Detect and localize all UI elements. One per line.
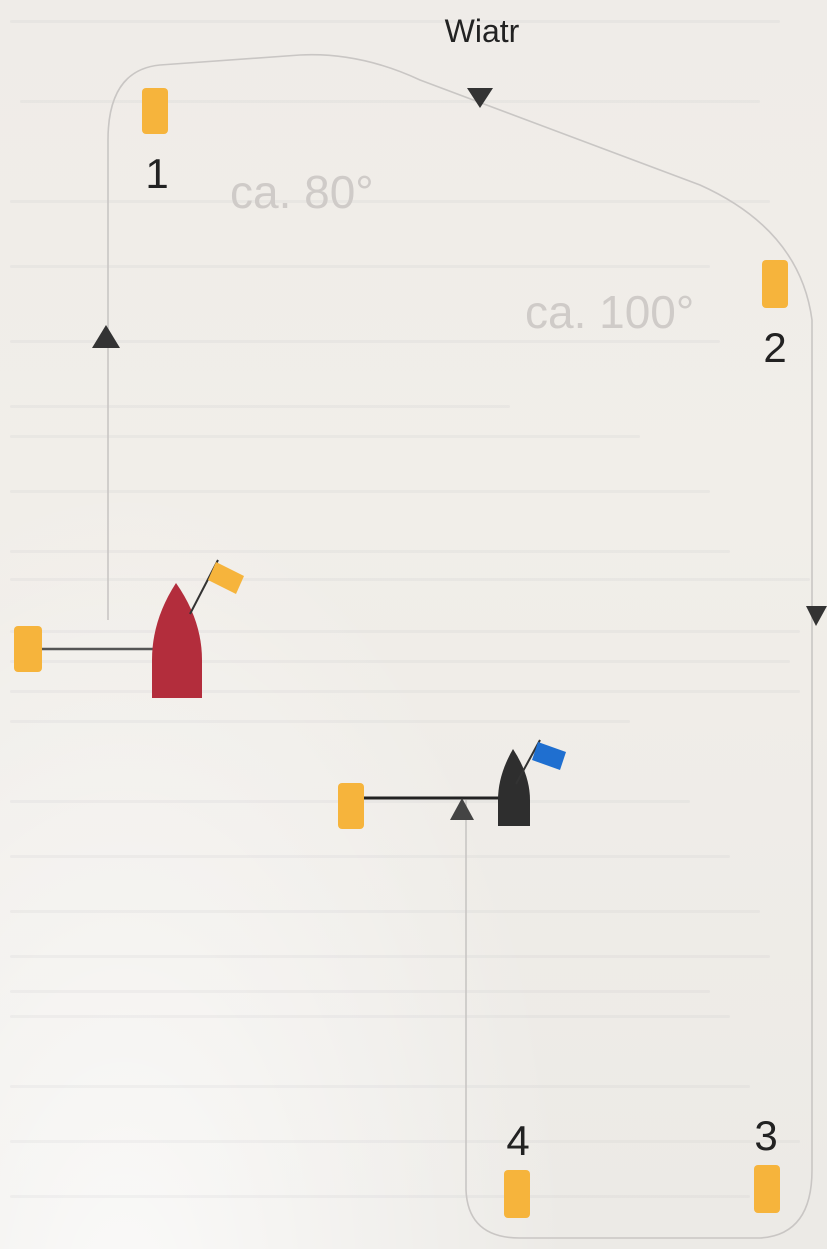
- course-outline-line: [108, 55, 812, 1238]
- red-committee-boat: [152, 583, 202, 698]
- start-pin-buoy: [14, 626, 42, 672]
- mark-1-buoy: [142, 88, 168, 134]
- angle-100-label: ca. 100°: [525, 286, 694, 338]
- mark-2-buoy: [762, 260, 788, 308]
- finish-pin-buoy: [338, 783, 364, 829]
- blue-flag: [532, 742, 566, 770]
- mark-4-number: 4: [506, 1117, 529, 1164]
- wind-direction-arrow: [467, 88, 493, 108]
- wind-label: Wiatr: [445, 13, 520, 49]
- angle-80-label: ca. 80°: [230, 166, 374, 218]
- mark-1-number: 1: [145, 150, 168, 197]
- course-arrow-up-left: [92, 325, 120, 348]
- mark-3-buoy: [754, 1165, 780, 1213]
- course-arrow-down-right: [806, 606, 827, 626]
- course-arrow-up-finish: [450, 798, 474, 820]
- black-finish-boat: [498, 749, 530, 826]
- mark-2-number: 2: [763, 324, 786, 371]
- mark-3-number: 3: [754, 1112, 777, 1159]
- mark-4-buoy: [504, 1170, 530, 1218]
